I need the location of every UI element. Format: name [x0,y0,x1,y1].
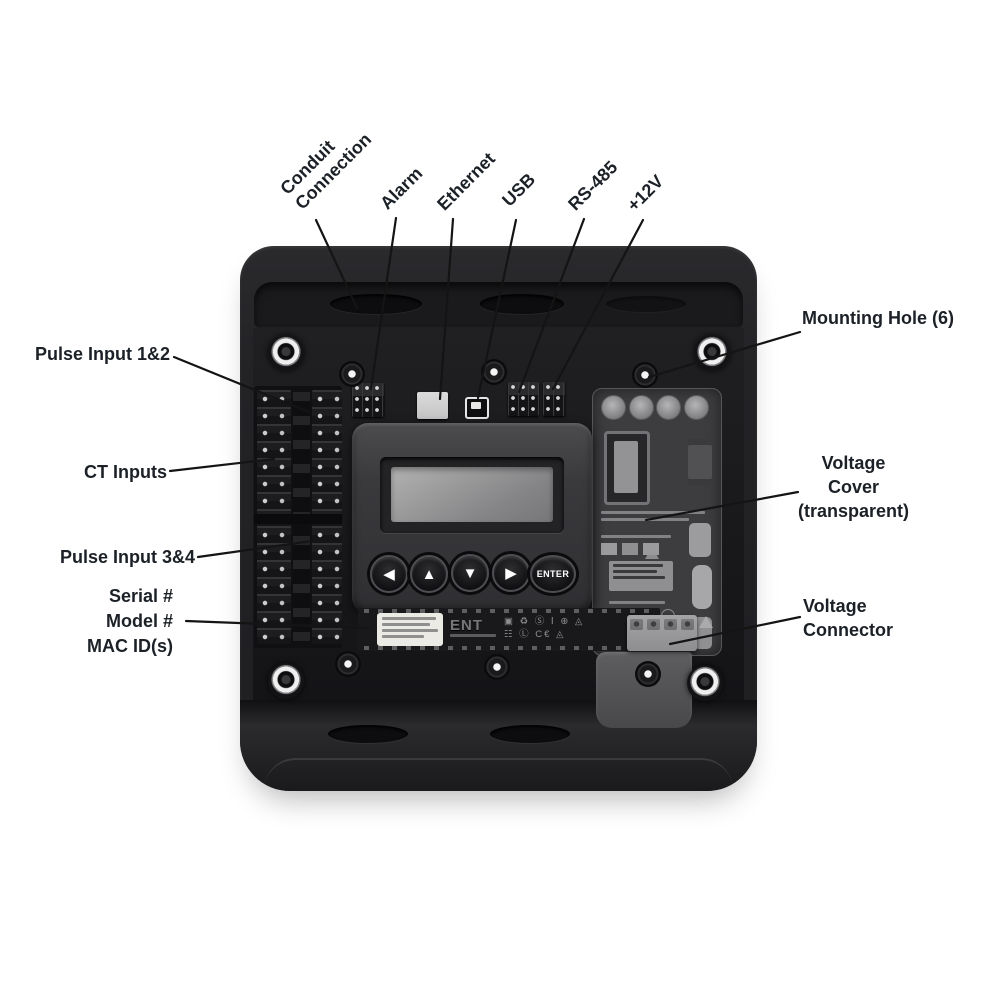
mounting-hole [484,654,510,680]
conduit-knockout-icon [606,296,686,312]
pcb-label-strip: ENT ▣ ♻ Ⓢ Ⅰ ⊕ ◬ ☷ Ⓛ C€ ◬ [358,608,660,651]
nav-right-button: ▶ [492,554,530,592]
display-module: ◀ ▲ ▼ ▶ ENTER [352,423,592,613]
nav-left-button: ◀ [370,555,408,593]
pcb-connector [688,439,712,485]
up-arrow-icon: ▲ [421,565,437,583]
meter-enclosure: ◀ ▲ ▼ ▶ ENTER ENT ▣ ♻ Ⓢ Ⅰ ⊕ ◬ ☷ Ⓛ C€ ◬ [240,246,757,791]
corner-screw-icon [694,335,730,371]
voltage-connector-block [627,615,697,651]
cover-window-insert [614,441,638,493]
callout-conduit-connection: Conduit Connection [276,114,376,214]
callout-line: (transparent) [797,501,909,521]
sticker-text-line [382,623,430,626]
capacitor-icon [684,395,709,420]
mounting-hole [481,359,507,385]
enter-button: ENTER [530,555,576,593]
brand-logo: ENT [450,617,483,634]
warning-triangle-icon [645,547,659,559]
callout-ethernet: Ethernet [433,148,499,215]
capacitor-icon [656,395,681,420]
corner-screw-icon [268,663,304,699]
nav-up-button: ▲ [410,555,448,593]
ic-chip-icon [622,543,638,555]
conduit-knockout-icon [330,294,422,314]
lcd-frame [380,457,564,533]
sticker-text-line [382,629,438,632]
label-text-line [613,576,665,579]
corner-screw-icon [687,665,723,701]
callout-line: Voltage [821,453,886,473]
corner-screw-icon [268,335,304,371]
usb-tab-icon [471,402,481,409]
callout-line: Voltage [803,596,867,616]
sticker-text-line [382,635,424,638]
callout-pulse-input-12: Pulse Input 1&2 [34,344,170,364]
mounting-hole [339,361,365,387]
terminal-screw-icon [681,618,694,630]
fuse-icon [692,565,712,609]
enter-button-label: ENTER [536,569,570,579]
input-terminal-panel [254,386,342,648]
terminal-screw-icon [664,618,677,630]
cover-window [604,431,650,505]
callout-voltage-cover: Voltage Cover (transparent) [781,451,926,523]
conduit-knockout-icon [480,294,564,314]
callout-ct-inputs: CT Inputs [84,462,167,482]
down-arrow-icon: ▼ [462,564,478,582]
callout-line: MAC ID(s) [87,636,173,656]
plus12v-terminal [543,382,565,416]
callout-rs485: RS-485 [564,156,622,215]
callout-plus12v: +12V [623,171,668,216]
callout-line: Serial # [108,586,173,606]
rs485-terminal [508,382,539,416]
cert-marks-row: ☷ Ⓛ C€ ◬ [504,629,566,640]
pcb-tick-row [364,609,654,613]
callout-mounting-hole: Mounting Hole (6) [802,308,954,328]
callout-line: Cover [827,477,880,497]
sticker-text-line [382,617,436,620]
callout-alarm: Alarm [376,163,427,214]
mounting-hole [632,362,658,388]
voltage-rating-label [609,561,673,591]
cert-marks-row: ▣ ♻ Ⓢ Ⅰ ⊕ ◬ [504,616,585,627]
terminal-screw-icon [647,618,660,630]
conduit-knockout-icon [328,725,408,743]
lcd-screen [391,467,553,522]
right-arrow-icon: ▶ [505,565,517,582]
ic-chip-icon [601,543,617,555]
callout-pulse-input-34: Pulse Input 3&4 [59,547,195,567]
callout-serial-block: Serial # Model # MAC ID(s) [20,584,173,659]
mounting-hole [335,651,361,677]
certification-marks: ▣ ♻ Ⓢ Ⅰ ⊕ ◬ ☷ Ⓛ C€ ◬ [504,615,654,641]
capacitor-icon [629,395,654,420]
component-icon [689,523,711,557]
callout-voltage-connector: Voltage Connector [803,594,893,642]
warning-triangle-icon [699,616,713,628]
nav-down-button: ▼ [451,554,489,592]
pcb-text-line [601,518,689,521]
pcb-tick-row [364,646,654,650]
mounting-hole [635,661,661,687]
capacitor-icon [601,395,626,420]
label-text-line [613,564,663,567]
terminal-screw-icon [630,618,643,630]
pcb-text-line [609,601,665,604]
left-arrow-icon: ◀ [383,566,395,583]
ethernet-port [417,392,448,419]
callout-line: Connector [803,620,893,640]
callout-line: Model # [105,611,173,631]
pcb-text-line [601,511,705,514]
usb-port [465,397,489,419]
bezel-highlight [264,758,733,790]
top-conduit-shelf [254,282,743,328]
conduit-knockout-icon [490,725,570,743]
pcb-text-line [601,535,671,538]
brand-logo-subtext [450,634,496,637]
callout-usb: USB [498,169,540,211]
serial-model-sticker [377,613,443,646]
alarm-terminal [352,383,384,417]
label-text-line [613,570,657,573]
terminal-section-divider [254,514,342,524]
